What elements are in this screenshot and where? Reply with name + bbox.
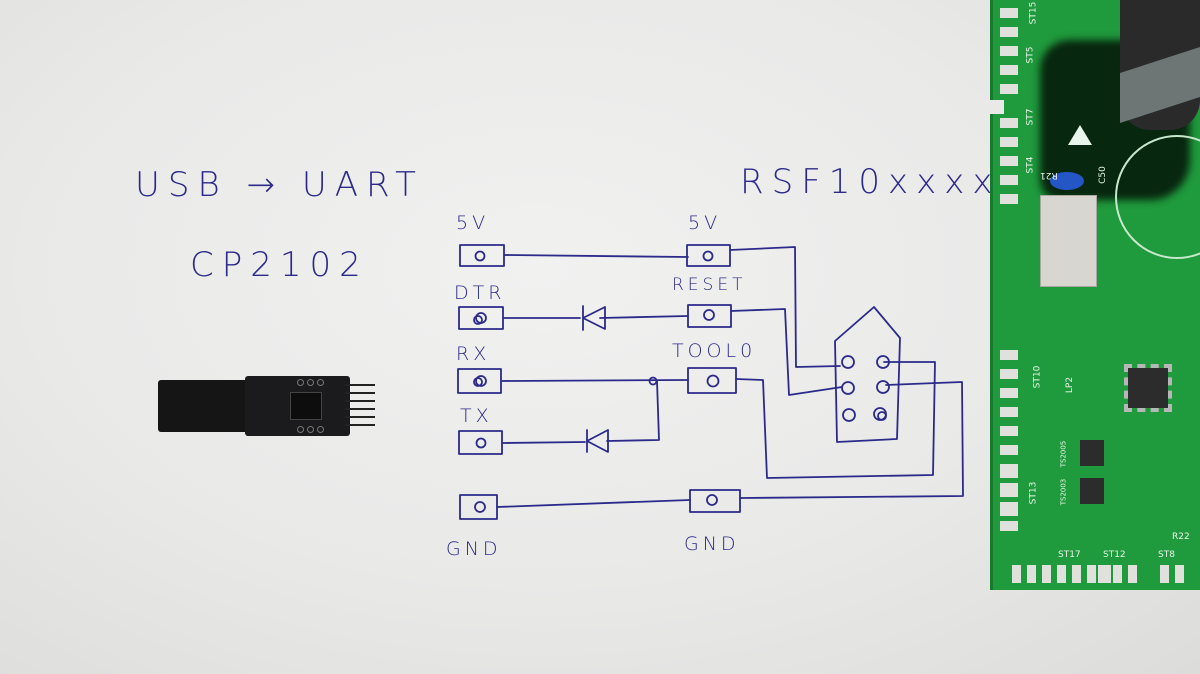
relay bbox=[1040, 195, 1097, 287]
wire-5v-to-header bbox=[729, 246, 841, 368]
usb-uart-title: USB → UART bbox=[135, 165, 424, 205]
cp2102-chip bbox=[290, 392, 322, 420]
silk-st13: ST13 bbox=[1028, 481, 1039, 505]
high-voltage-warning-icon bbox=[1068, 125, 1092, 145]
wire-tx-tool0 bbox=[502, 380, 660, 444]
right-pin-5v bbox=[686, 244, 731, 267]
wire-dtr-reset bbox=[503, 315, 689, 319]
wire-gnd-to-header bbox=[739, 381, 964, 499]
silk-st12: ST12 bbox=[1103, 550, 1126, 560]
silk-ts2003: TS2003 bbox=[1059, 478, 1068, 506]
left-pin-dtr bbox=[458, 306, 504, 330]
right-pin-label-tool0: TOOL0 bbox=[672, 340, 757, 362]
silk-st8: ST8 bbox=[1158, 550, 1175, 560]
header-connector bbox=[834, 306, 901, 443]
regulator-ts2005 bbox=[1080, 440, 1104, 466]
bottom-pads-st12 bbox=[1098, 565, 1137, 583]
header-pins bbox=[345, 384, 375, 430]
right-pin-reset bbox=[687, 304, 732, 328]
right-pin-label-5v: 5V bbox=[688, 212, 722, 234]
silk-st4: ST4 bbox=[1025, 156, 1036, 174]
silk-r22: R22 bbox=[1172, 532, 1190, 542]
silk-ts2005: TS2005 bbox=[1059, 440, 1068, 468]
wire-5v bbox=[504, 254, 689, 258]
usb-plug bbox=[158, 380, 253, 432]
left-pin-label-gnd: GND bbox=[446, 538, 502, 560]
silk-st7: ST7 bbox=[1025, 108, 1036, 126]
bottom-pads-st8 bbox=[1160, 565, 1184, 583]
silk-st10: ST10 bbox=[1032, 365, 1043, 389]
right-pin-tool0 bbox=[687, 367, 737, 394]
pcb-hole bbox=[297, 379, 304, 386]
rsf10-title: RSF10xxxx bbox=[740, 162, 1001, 202]
left-pin-gnd bbox=[459, 494, 498, 520]
pcb-hole bbox=[307, 379, 314, 386]
silk-st17: ST17 bbox=[1058, 550, 1081, 560]
blue-capacitor bbox=[1050, 172, 1084, 190]
wire-reset-to-header bbox=[730, 308, 843, 396]
wire-gnd bbox=[496, 499, 691, 508]
silk-st15: ST15 bbox=[1028, 1, 1039, 25]
left-pin-label-dtr: DTR bbox=[454, 282, 506, 304]
regulator-ts2003 bbox=[1080, 478, 1104, 504]
pcb-hole bbox=[317, 379, 324, 386]
pcb-hole bbox=[317, 426, 324, 433]
usb-uart-module bbox=[155, 376, 380, 436]
right-pin-label-gnd: GND bbox=[684, 533, 740, 555]
edge-pads-top bbox=[1000, 8, 1018, 103]
pcb-notch bbox=[984, 100, 1004, 114]
edge-pads-mid bbox=[1000, 118, 1018, 213]
edge-pads-st13 bbox=[1000, 468, 1018, 525]
pcb-hole bbox=[307, 426, 314, 433]
silk-st5: ST5 bbox=[1025, 46, 1036, 64]
pcb-hole bbox=[297, 426, 304, 433]
silk-c50: C50 bbox=[1097, 166, 1108, 184]
left-pin-label-rx: RX bbox=[456, 343, 491, 365]
wire-rx-tool0 bbox=[501, 379, 689, 382]
bottom-pads-st17 bbox=[1012, 565, 1111, 583]
left-pin-5v bbox=[459, 244, 505, 267]
left-pin-rx bbox=[457, 368, 502, 394]
left-pin-label-5v: 5V bbox=[456, 212, 490, 234]
silk-r21: R21 bbox=[1040, 170, 1058, 180]
right-pin-label-reset: RESET bbox=[672, 275, 747, 295]
silk-lp2: LP2 bbox=[1065, 376, 1076, 394]
diode-dtr-reset bbox=[582, 305, 606, 331]
cp2102-label: CP2102 bbox=[190, 245, 369, 285]
left-pin-tx bbox=[458, 430, 503, 455]
right-pin-gnd bbox=[689, 489, 741, 513]
microcontroller-chip bbox=[1124, 364, 1172, 412]
left-pin-label-tx: TX bbox=[460, 405, 493, 427]
diode-tx-tool0 bbox=[586, 429, 609, 453]
wire-tool0-to-header bbox=[735, 361, 936, 479]
